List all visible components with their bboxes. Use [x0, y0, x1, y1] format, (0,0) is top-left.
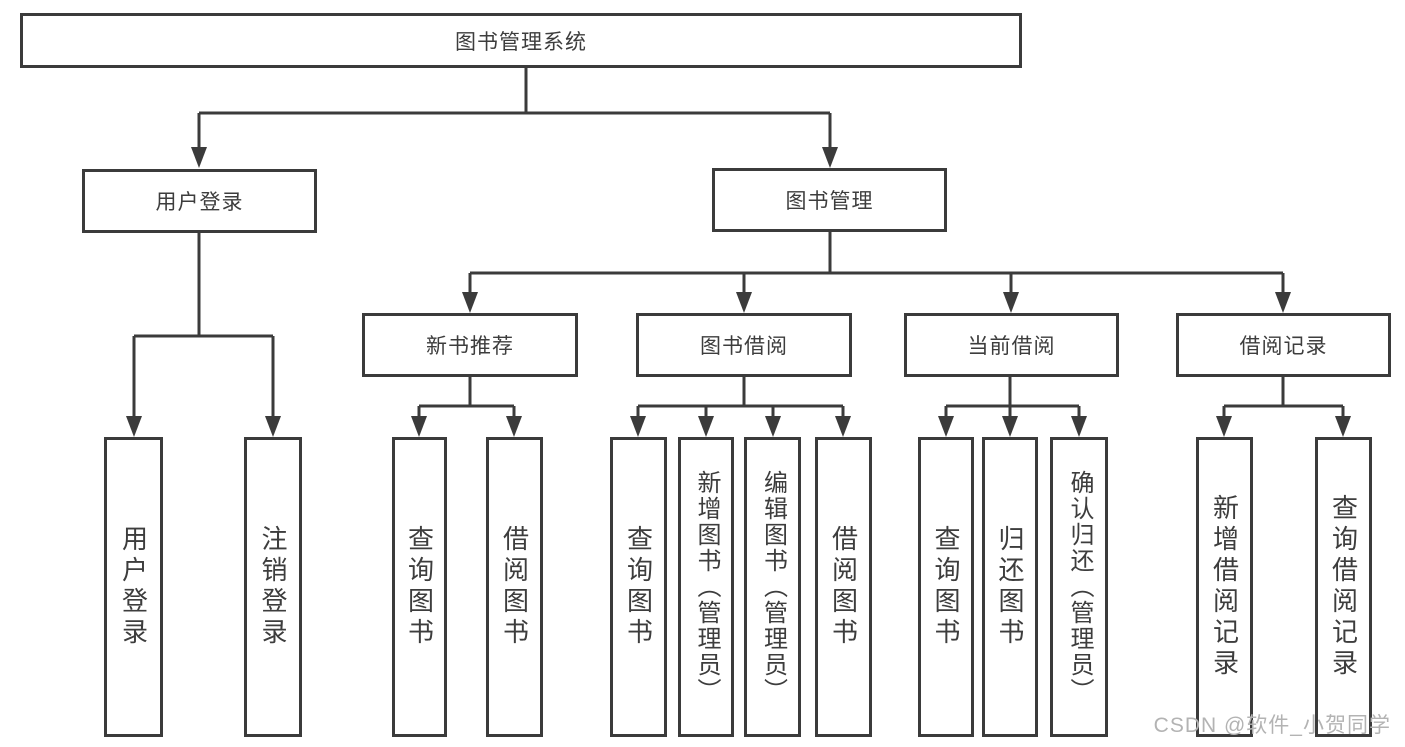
leaf-label: 注销登录	[258, 525, 288, 649]
node-label: 用户登录	[155, 191, 244, 214]
leaf-label: 查询借阅记录	[1328, 494, 1359, 680]
leaf-label: 借阅图书	[828, 525, 859, 649]
leaf-label: 新增借阅记录	[1209, 494, 1240, 680]
node-book-management: 图书管理	[712, 168, 947, 232]
leaf-query-borrow-record: 查询借阅记录	[1315, 437, 1372, 737]
leaf-query-books-recommend: 查询图书	[392, 437, 447, 737]
leaf-label: 用户登录	[118, 525, 149, 649]
leaf-query-books-current: 查询图书	[918, 437, 974, 737]
node-label: 当前借阅	[967, 335, 1056, 358]
leaf-logout: 注销登录	[244, 437, 302, 737]
node-new-book-recommend: 新书推荐	[362, 313, 578, 377]
leaf-confirm-return-admin: 确认归还（管理员）	[1050, 437, 1108, 737]
leaf-label: 归还图书	[995, 525, 1025, 649]
leaf-label: 借阅图书	[499, 525, 530, 649]
node-borrow-records: 借阅记录	[1176, 313, 1391, 377]
node-book-borrow: 图书借阅	[636, 313, 852, 377]
node-current-borrow: 当前借阅	[904, 313, 1119, 377]
leaf-label: 查询图书	[931, 525, 961, 649]
leaf-return-book: 归还图书	[982, 437, 1038, 737]
leaf-borrow-books-recommend: 借阅图书	[486, 437, 543, 737]
leaf-user-login: 用户登录	[104, 437, 163, 737]
leaf-borrow-books: 借阅图书	[815, 437, 872, 737]
node-user-login: 用户登录	[82, 169, 317, 233]
csdn-watermark: CSDN @软件_小贺同学	[1153, 714, 1391, 737]
leaf-add-borrow-record: 新增借阅记录	[1196, 437, 1253, 737]
node-label: 新书推荐	[426, 335, 514, 358]
node-label: 图书管理	[785, 190, 874, 213]
leaf-label: 编辑图书（管理员）	[759, 470, 787, 704]
leaf-add-book-admin: 新增图书（管理员）	[678, 437, 734, 737]
leaf-label: 查询图书	[623, 525, 654, 649]
leaf-query-books-borrow: 查询图书	[610, 437, 667, 737]
leaf-edit-book-admin: 编辑图书（管理员）	[744, 437, 801, 737]
node-label: 借阅记录	[1239, 335, 1328, 358]
leaf-label: 新增图书（管理员）	[693, 470, 720, 704]
node-library-system-root: 图书管理系统	[20, 13, 1022, 68]
node-label: 图书借阅	[700, 335, 788, 358]
leaf-label: 确认归还（管理员）	[1066, 470, 1093, 704]
node-label: 图书管理系统	[455, 30, 587, 54]
leaf-label: 查询图书	[404, 525, 435, 649]
